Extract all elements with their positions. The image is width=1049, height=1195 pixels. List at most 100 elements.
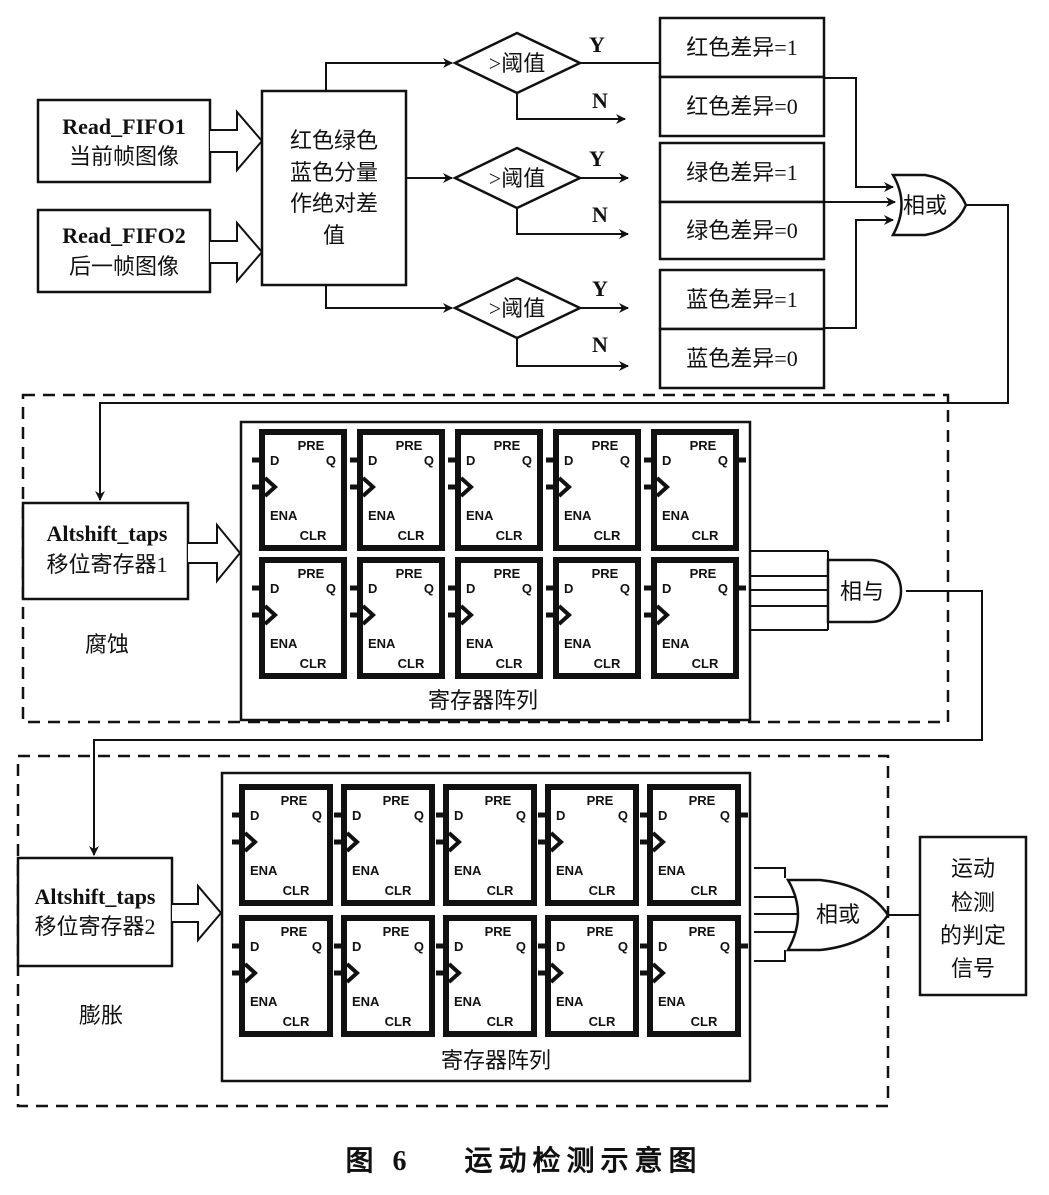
- no-label: N: [592, 202, 608, 227]
- d-label: D: [556, 808, 565, 823]
- clock-triangle-icon: [263, 476, 278, 498]
- ena-label: ENA: [662, 636, 690, 651]
- shift-register-subtitle: 移位寄存器2: [34, 914, 155, 939]
- d-label: D: [454, 939, 463, 954]
- yes-label: Y: [589, 32, 605, 57]
- or-gate-label: 相或: [816, 902, 860, 927]
- clr-label: CLR: [487, 883, 514, 898]
- fifo1-subtitle: 当前帧图像: [69, 144, 179, 169]
- shift-register-1: Altshift_taps 移位寄存器1: [21, 501, 190, 601]
- clr-label: CLR: [691, 883, 718, 898]
- and-gate: 相与: [826, 558, 903, 624]
- output-line: 的判定: [940, 923, 1006, 948]
- pre-label: PRE: [690, 566, 717, 581]
- ena-label: ENA: [454, 863, 482, 878]
- q-label: Q: [720, 939, 730, 954]
- q-label: Q: [718, 453, 728, 468]
- hollow-arrow-icon: [210, 109, 264, 173]
- blue-diff-1: 蓝色差异=1: [686, 287, 797, 312]
- pre-label: PRE: [298, 566, 325, 581]
- ena-label: ENA: [658, 994, 686, 1009]
- pre-label: PRE: [281, 793, 308, 808]
- green-diff-1: 绿色差异=1: [686, 160, 797, 185]
- clock-triangle-icon: [655, 476, 670, 498]
- q-label: Q: [620, 453, 630, 468]
- shift-register-2: Altshift_taps 移位寄存器2: [16, 856, 174, 968]
- input-box-fifo2: Read_FIFO2 后一帧图像: [36, 208, 212, 294]
- shift-register-title: Altshift_taps: [34, 884, 155, 909]
- d-label: D: [368, 453, 377, 468]
- d-label: D: [368, 581, 377, 596]
- pre-label: PRE: [383, 924, 410, 939]
- q-label: Q: [618, 939, 628, 954]
- clr-label: CLR: [594, 528, 621, 543]
- d-label: D: [466, 453, 475, 468]
- clr-label: CLR: [487, 1014, 514, 1029]
- q-label: Q: [414, 808, 424, 823]
- pre-label: PRE: [690, 438, 717, 453]
- d-label: D: [662, 581, 671, 596]
- clr-label: CLR: [691, 1014, 718, 1029]
- q-label: Q: [424, 453, 434, 468]
- hollow-arrow-icon: [172, 883, 223, 943]
- clock-triangle-icon: [345, 831, 360, 853]
- q-label: Q: [516, 939, 526, 954]
- pre-label: PRE: [587, 793, 614, 808]
- no-connector: [516, 208, 629, 239]
- output-line: 信号: [951, 956, 995, 981]
- abs-diff-line: 红色绿色: [290, 128, 378, 153]
- pre-label: PRE: [298, 438, 325, 453]
- q-label: Q: [620, 581, 630, 596]
- register-array-label: 寄存器阵列: [441, 1048, 551, 1073]
- clr-label: CLR: [594, 656, 621, 671]
- ena-label: ENA: [564, 508, 592, 523]
- green-diff-0: 绿色差异=0: [686, 218, 797, 243]
- shift-register-title: Altshift_taps: [46, 521, 167, 546]
- no-connector: [516, 338, 629, 371]
- clock-triangle-icon: [243, 962, 258, 984]
- ena-label: ENA: [368, 636, 396, 651]
- ena-label: ENA: [466, 508, 494, 523]
- or-gate-label: 相或: [903, 193, 947, 218]
- red-diff-0: 红色差异=0: [686, 94, 797, 119]
- q-label: Q: [618, 808, 628, 823]
- clr-label: CLR: [496, 528, 523, 543]
- d-label: D: [250, 939, 259, 954]
- q-label: Q: [326, 581, 336, 596]
- d-label: D: [352, 939, 361, 954]
- ena-label: ENA: [270, 636, 298, 651]
- d-label: D: [270, 581, 279, 596]
- clock-triangle-icon: [459, 476, 474, 498]
- or-gate-inputs: [754, 867, 799, 962]
- clock-triangle-icon: [651, 831, 666, 853]
- clock-triangle-icon: [655, 604, 670, 626]
- q-label: Q: [522, 581, 532, 596]
- dilation-label: 膨胀: [79, 1003, 123, 1028]
- clock-triangle-icon: [361, 604, 376, 626]
- q-label: Q: [720, 808, 730, 823]
- blue-diff-0: 蓝色差异=0: [686, 346, 797, 371]
- clock-triangle-icon: [549, 831, 564, 853]
- clr-label: CLR: [283, 883, 310, 898]
- wire-red: [824, 77, 894, 192]
- d-label: D: [658, 939, 667, 954]
- comparator-label: >阈值: [489, 51, 545, 76]
- pre-label: PRE: [592, 566, 619, 581]
- pre-label: PRE: [396, 566, 423, 581]
- no-label: N: [592, 88, 608, 113]
- clr-label: CLR: [385, 883, 412, 898]
- fifo2-title: Read_FIFO2: [62, 223, 185, 248]
- ena-label: ENA: [250, 994, 278, 1009]
- d-label: D: [454, 808, 463, 823]
- ena-label: ENA: [564, 636, 592, 651]
